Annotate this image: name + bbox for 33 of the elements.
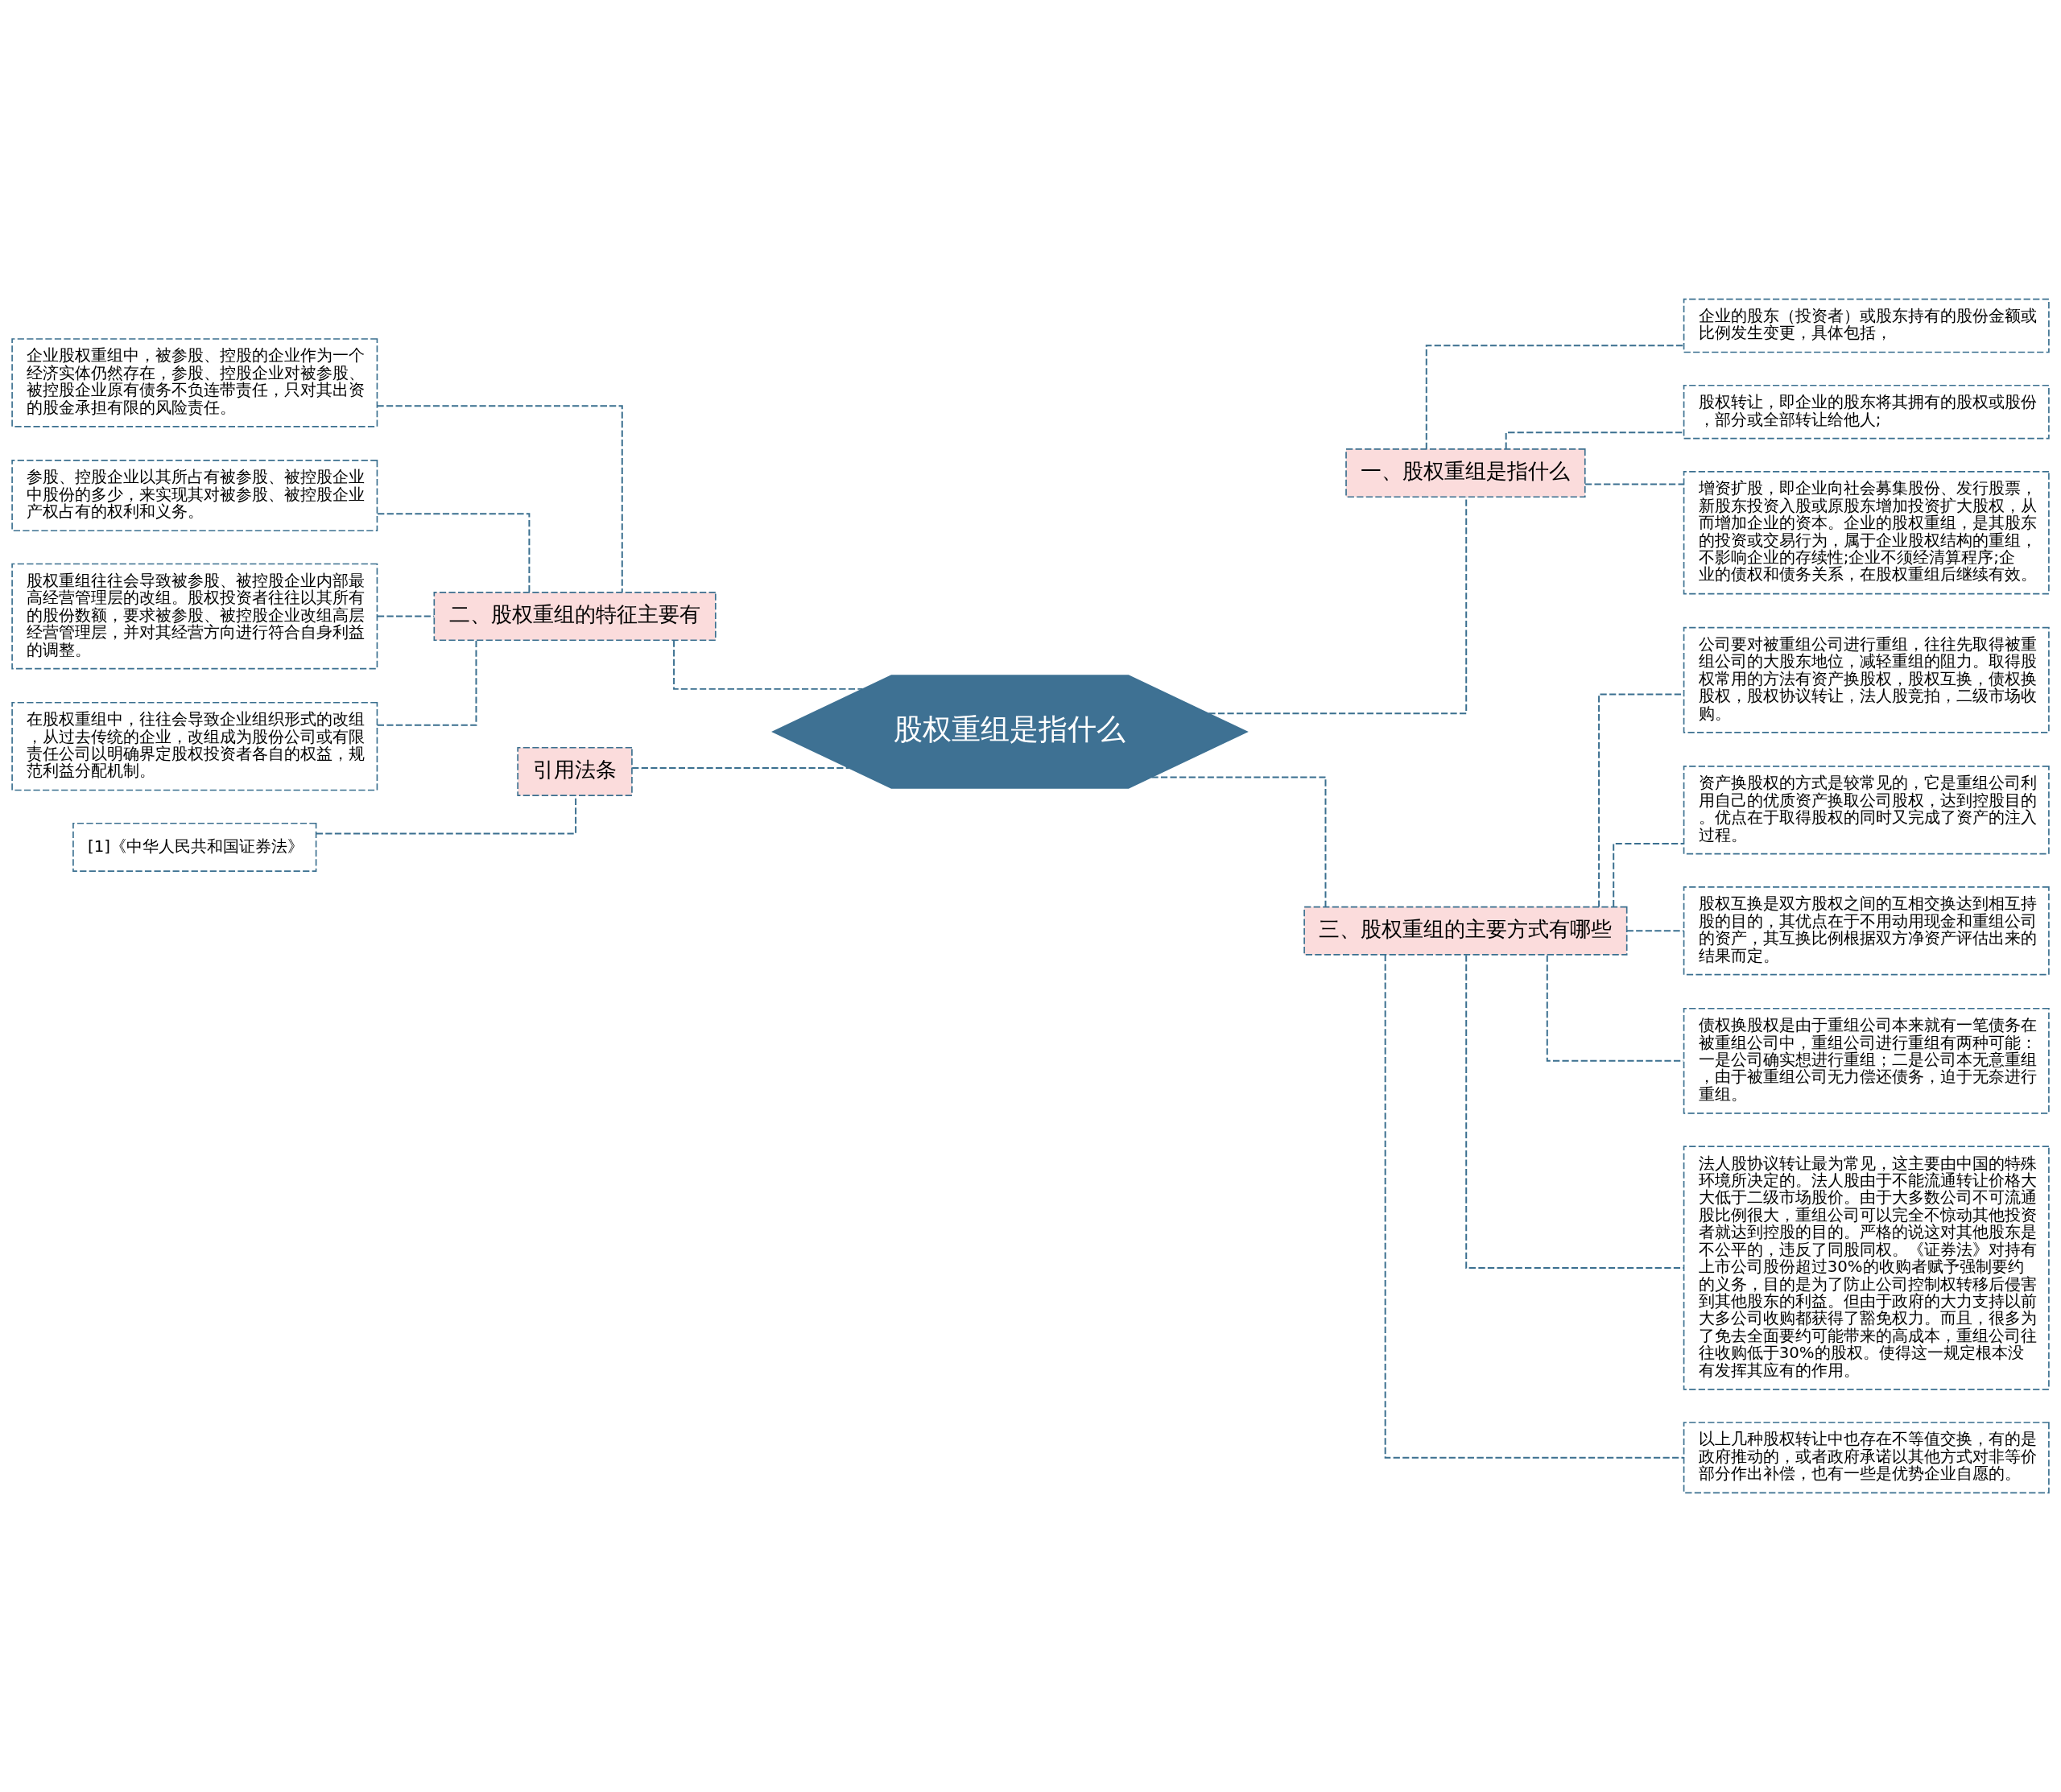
node-box: 资产换股权的方式是较常见的，它是重组公司利用自己的优质资产换取公司股权，达到控股目的。优点在于取得股权的同时又完成了资产的注入过程。 — [1683, 766, 2050, 855]
connector — [1150, 776, 1327, 908]
node-box: 二、股权重组的特征主要有 — [433, 592, 717, 642]
connector — [1598, 693, 1685, 908]
node-box: 法人股协议转让最为常见，这主要由中国的特殊环境所决定的。法人股由于不能流通转让价格大大低于二级市场股价。由于大多数公司不可流通股比例很大，重组公司可以完全不惊动其他投资者就达到控股的目的。严格的说这对其他股东是不公平的，违反了同股同权。《证券法》对持有上市公司股份超过30%的收购者赋予强制要约的义务，目的是为了防止公司控制权转移后侵害到其他股东的利益。但由于政府的大力支持以前大多公司收购都获得了豁免权力。而且，很多为了免去全面要约可能带来的高成本，重组公司往往收购低于30%的股权。使得这一规定根本没有发挥其应有的作用。 — [1683, 1146, 2050, 1390]
node-box: 引用法条 — [517, 746, 633, 796]
node-box: 股权转让，即企业的股东将其拥有的股权或股份，部分或全部转让给他人; — [1683, 384, 2050, 440]
node-box: 企业的股东（投资者）或股东持有的股份金额或比例发生变更，具体包括， — [1683, 298, 2050, 353]
node-box: 参股、控股企业以其所占有被参股、被控股企业中股份的多少，来实现其对被参股、被控股企业产权占有的权利和义务。 — [11, 460, 378, 532]
connector — [376, 405, 623, 593]
connector — [1625, 930, 1685, 932]
node-box: 公司要对被重组公司进行重组，往往先取得被重组公司的大股东地位，减轻重组的阻力。取得股权常用的方法有资产换股权，股权互换，债权换股权，股权协议转让，法人股竞拍，二级市场收购。 — [1683, 626, 2050, 733]
node-box: 三、股权重组的主要方式有哪些 — [1303, 906, 1628, 956]
connector — [1384, 954, 1685, 1459]
node-box: 以上几种股权转让中也存在不等值交换，有的是政府推动的，或者政府承诺以其他方式对非等价部分作出补偿，也有一些是优势企业自愿的。 — [1683, 1422, 2050, 1494]
connector — [377, 513, 531, 593]
node-box: 企业股权重组中，被参股、控股的企业作为一个经济实体仍然存在，参股、控股企业对被参股、被控股企业原有债务不负连带责任，只对其出资的股金承担有限的风险责任。 — [11, 338, 378, 427]
connector — [673, 639, 864, 690]
node-box: 股权重组往往会导致被参股、被控股企业内部最高经营管理层的改组。股权投资者往往以其所有的股份数额，要求被参股、被控股企业改组高层经营管理层，并对其经营方向进行符合自身利益的调整。 — [11, 563, 378, 670]
connector — [376, 615, 436, 617]
node-box: [1]《中华人民共和国证券法》 — [72, 822, 317, 872]
connector — [1584, 483, 1685, 485]
node-box: 债权换股权是由于重组公司本来就有一笔债务在被重组公司中，重组公司进行重组有两种可能：一是公司确实想进行重组；二是公司本无意重组，由于被重组公司无力偿还债务，迫于无奈进行重组。 — [1683, 1007, 2050, 1114]
connector — [1425, 345, 1685, 450]
connector — [1208, 496, 1468, 715]
connector — [1465, 954, 1685, 1269]
node-box: 在股权重组中，往往会导致企业组织形式的改组，从过去传统的企业，改组成为股份公司或有限责任公司以明确界定股权投资者各自的权益，规范利益分配机制。 — [11, 701, 378, 791]
connector — [631, 766, 850, 769]
node-box: 增资扩股，即企业向社会募集股份、发行股票，新股东投资入股或原股东增加投资扩大股权，从而增加企业的资本。企业的股权重组，是其股东的投资或交易行为，属于企业股权结构的重组，不影响企业的存续性;企业不须经清算程序;企业的债权和债务关系，在股权重组后继续有效。 — [1683, 471, 2050, 595]
node-box: 股权互换是双方股权之间的互相交换达到相互持股的目的，其优点在于不用动用现金和重组公司的资产，其互换比例根据双方净资产评估出来的结果而定。 — [1683, 886, 2050, 976]
connector — [1613, 843, 1685, 908]
connector — [376, 639, 477, 726]
node-box: 一、股权重组是指什么 — [1345, 448, 1586, 498]
